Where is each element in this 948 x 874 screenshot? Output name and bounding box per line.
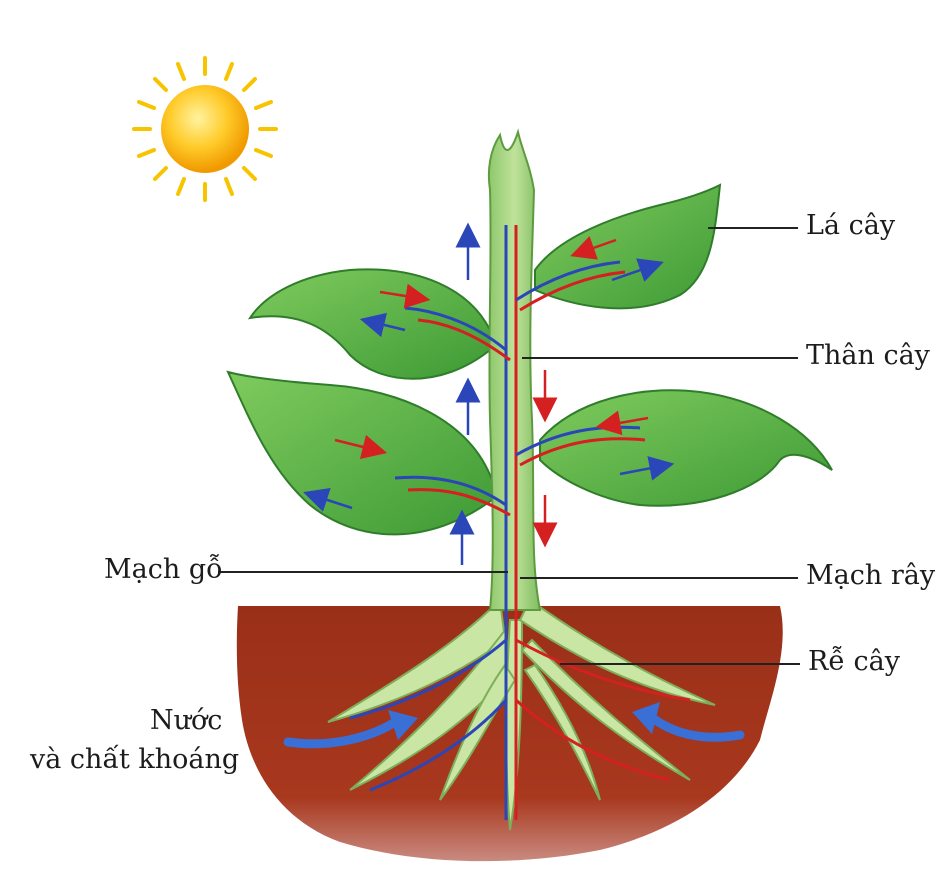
label-leaf: Lá cây — [806, 210, 895, 241]
sun-icon — [134, 58, 276, 200]
label-root: Rễ cây — [808, 646, 900, 677]
label-water-line1: Nước — [150, 705, 222, 736]
label-phloem: Mạch rây — [806, 560, 935, 591]
stem — [489, 132, 540, 610]
label-xylem: Mạch gỗ — [104, 554, 223, 585]
label-water-line2: và chất khoáng — [30, 744, 239, 775]
label-stem: Thân cây — [806, 340, 930, 371]
